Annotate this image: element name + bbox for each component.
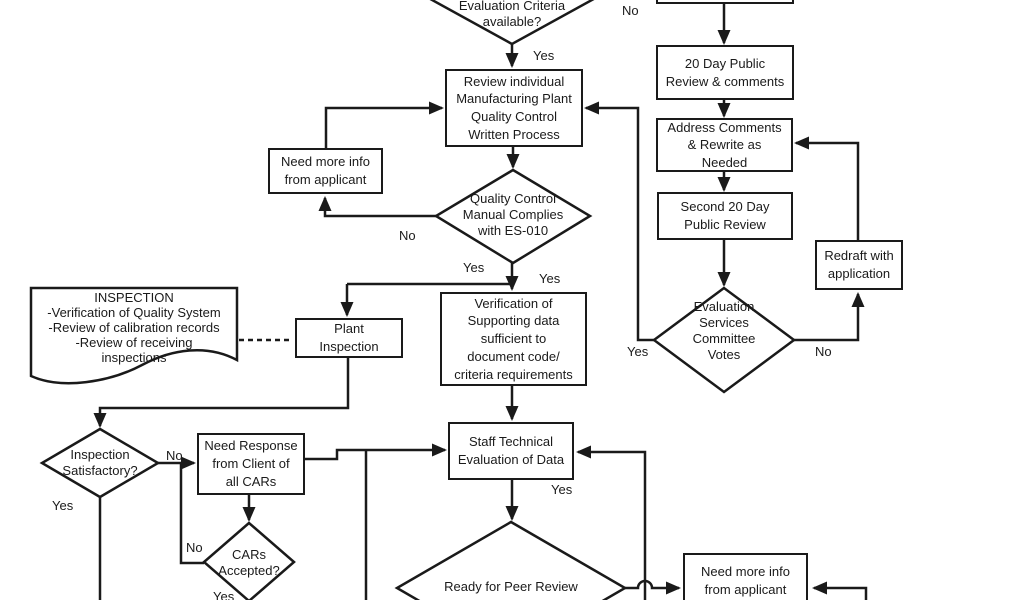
edge-label-no-qc: No bbox=[399, 228, 416, 243]
process-need-more-info-top: Need more info from applicant bbox=[268, 148, 383, 194]
edge-needinfotop-to-review bbox=[324, 101, 444, 148]
process-second-20day-review: Second 20 Day Public Review bbox=[657, 192, 793, 240]
edge-redraft-to-address bbox=[794, 136, 860, 240]
decision-committee-label: Evaluation Services Committee Votes bbox=[692, 298, 756, 363]
edge-feedback-to-staff bbox=[576, 445, 647, 600]
edge-label-no-inspection: No bbox=[166, 448, 183, 463]
edge-qcmanual-no-to-needinfotop bbox=[318, 196, 436, 218]
decision-qc-manual-label: Quality Control Manual Complies with ES-… bbox=[462, 190, 564, 239]
decision-cars-accepted-shape bbox=[202, 521, 296, 600]
decision-eval-criteria-shape bbox=[429, 0, 595, 46]
decision-inspection-sat-label: Inspection Satisfactory? bbox=[62, 446, 138, 478]
edge-label-yes-eval: Yes bbox=[533, 48, 555, 63]
process-address-comments: Address Comments & Rewrite as Needed bbox=[656, 118, 793, 172]
decision-inspection-sat-shape bbox=[39, 427, 161, 499]
edge-plant-to-inspsat bbox=[93, 358, 350, 428]
decision-committee-shape bbox=[651, 286, 797, 394]
process-staff-technical-evaluation: Staff Technical Evaluation of Data bbox=[448, 422, 574, 480]
edge-readypeer-to-needinfobot bbox=[625, 579, 681, 595]
edge-cars-no-loop bbox=[179, 463, 204, 565]
edge-label-yes-inspection: Yes bbox=[52, 498, 74, 513]
decision-ready-peer-shape bbox=[394, 520, 628, 600]
inspection-document-label: INSPECTION -Verification of Quality Syst… bbox=[47, 290, 221, 365]
edge-committee-yes-to-review bbox=[584, 101, 654, 342]
edge-label-yes-committee: Yes bbox=[627, 344, 649, 359]
decision-eval-criteria-label: Evaluation Criteria available? bbox=[458, 0, 566, 29]
process-redraft-application: Redraft with application bbox=[815, 240, 903, 290]
edge-committee-no-to-redraft bbox=[794, 292, 865, 342]
process-cutoff-top-box bbox=[656, 0, 794, 4]
process-verification-supporting-data: Verification of Supporting data sufficie… bbox=[440, 292, 587, 386]
decision-cars-accepted-label: CARs Accepted? bbox=[218, 546, 280, 578]
edge-label-yes-qc-left: Yes bbox=[463, 260, 485, 275]
edge-label-no-top: No bbox=[622, 3, 639, 18]
edge-right-feedback-to-needinfobot bbox=[812, 581, 868, 600]
process-review-plant-qc: Review individual Manufacturing Plant Qu… bbox=[445, 69, 583, 147]
edge-label-yes-cars: Yes bbox=[213, 589, 235, 600]
process-plant-inspection: Plant Inspection bbox=[295, 318, 403, 358]
decision-qc-manual-shape bbox=[433, 168, 593, 265]
edge-label-yes-qc-down: Yes bbox=[539, 271, 561, 286]
inspection-document-shape bbox=[29, 286, 239, 385]
decision-ready-peer-label: Ready for Peer Review bbox=[444, 578, 578, 594]
edge-label-yes-staff: Yes bbox=[551, 482, 573, 497]
edge-label-no-cars: No bbox=[186, 540, 203, 555]
edge-label-no-committee: No bbox=[815, 344, 832, 359]
process-need-more-info-bottom: Need more info from applicant bbox=[683, 553, 808, 600]
process-20day-public-review: 20 Day Public Review & comments bbox=[656, 45, 794, 100]
edge-needresponse-to-staff bbox=[305, 443, 447, 461]
process-need-response-cars: Need Response from Client of all CARs bbox=[197, 433, 305, 495]
